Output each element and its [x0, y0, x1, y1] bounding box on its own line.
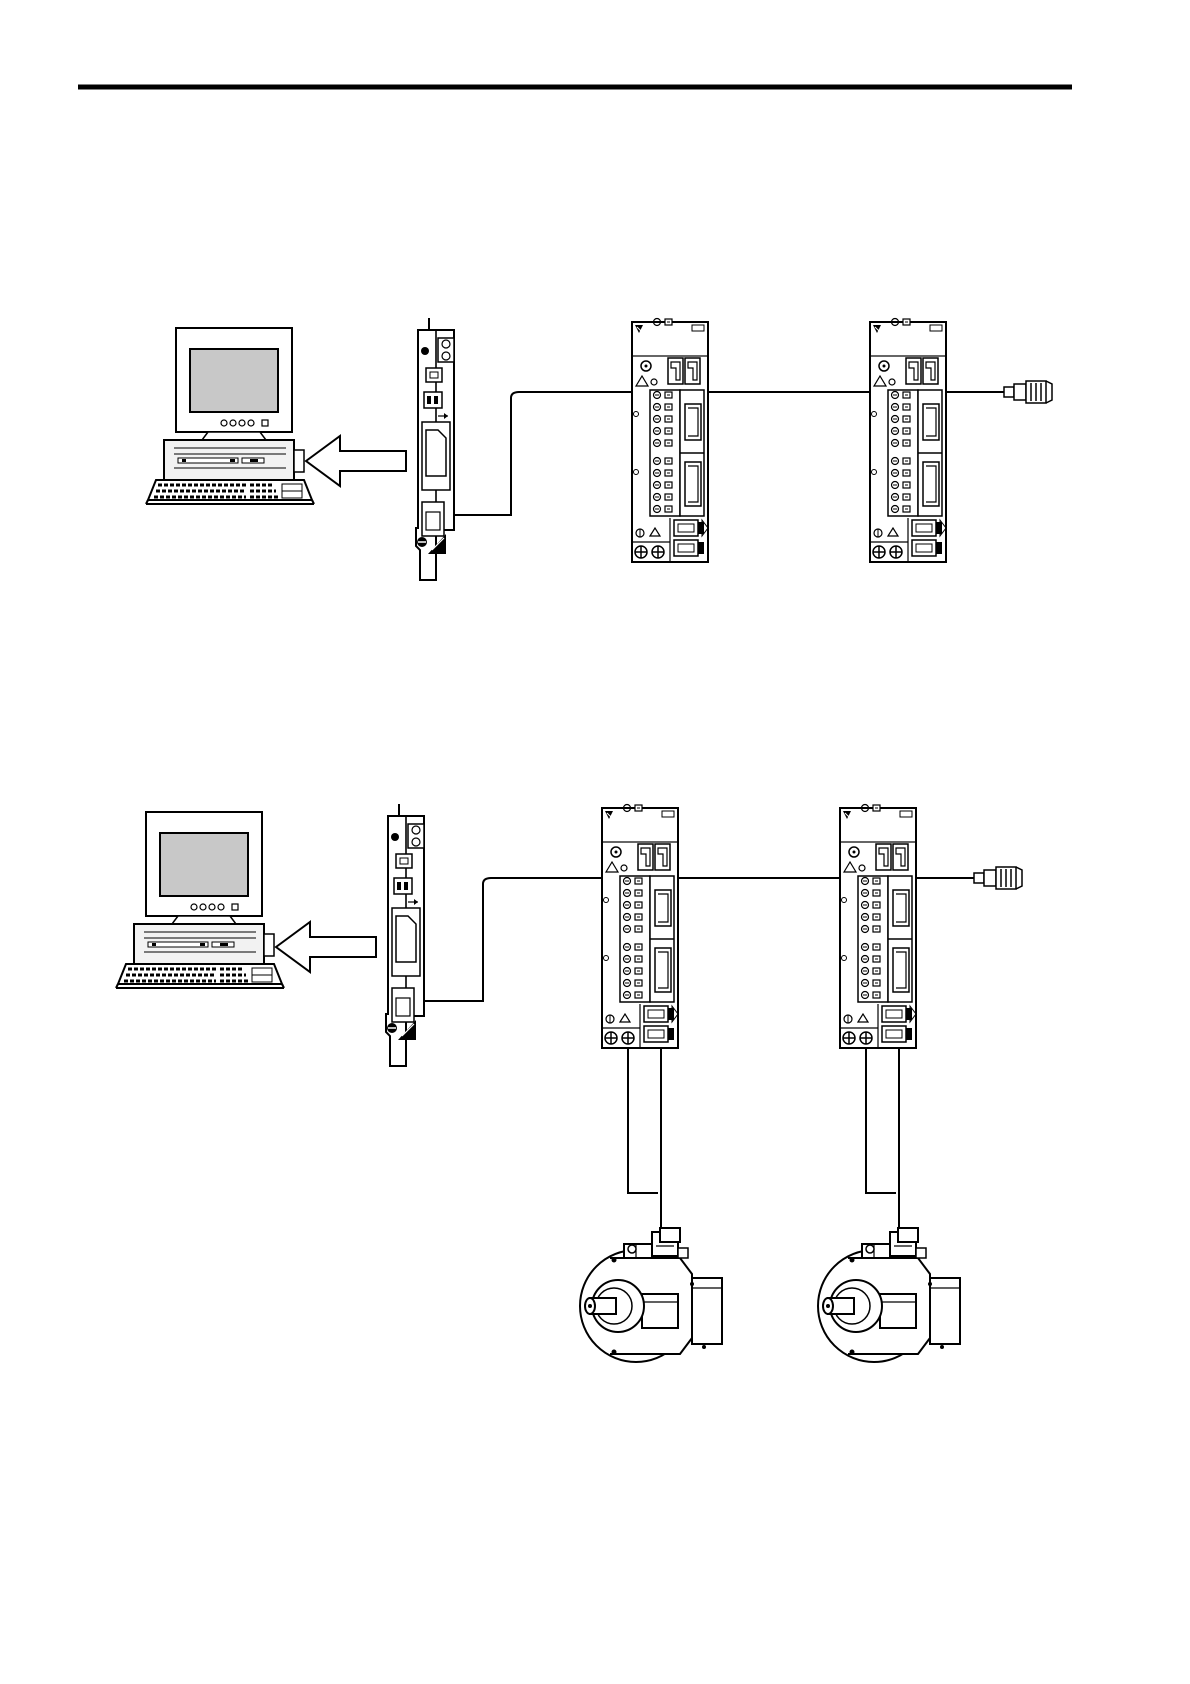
motor-cable	[866, 1048, 899, 1240]
servopack-icon	[602, 805, 678, 1049]
servomotor-icon	[580, 1228, 722, 1362]
configuration-without-motors	[146, 318, 1052, 580]
terminator-plug-icon	[974, 867, 1022, 889]
terminator-plug-icon	[1004, 381, 1052, 403]
motor-cable	[628, 1048, 661, 1240]
servopack-icon	[870, 319, 946, 563]
servopack-icon	[840, 805, 916, 1049]
arrow-left-icon	[276, 922, 376, 972]
pci-board-icon	[416, 318, 454, 580]
arrow-left-icon	[306, 436, 406, 486]
computer-icon	[116, 812, 284, 988]
computer-icon	[146, 328, 314, 504]
pci-board-icon	[386, 804, 424, 1066]
configuration-with-motors	[116, 804, 1022, 1362]
servomotor-icon	[818, 1228, 960, 1362]
servopack-icon	[632, 319, 708, 563]
